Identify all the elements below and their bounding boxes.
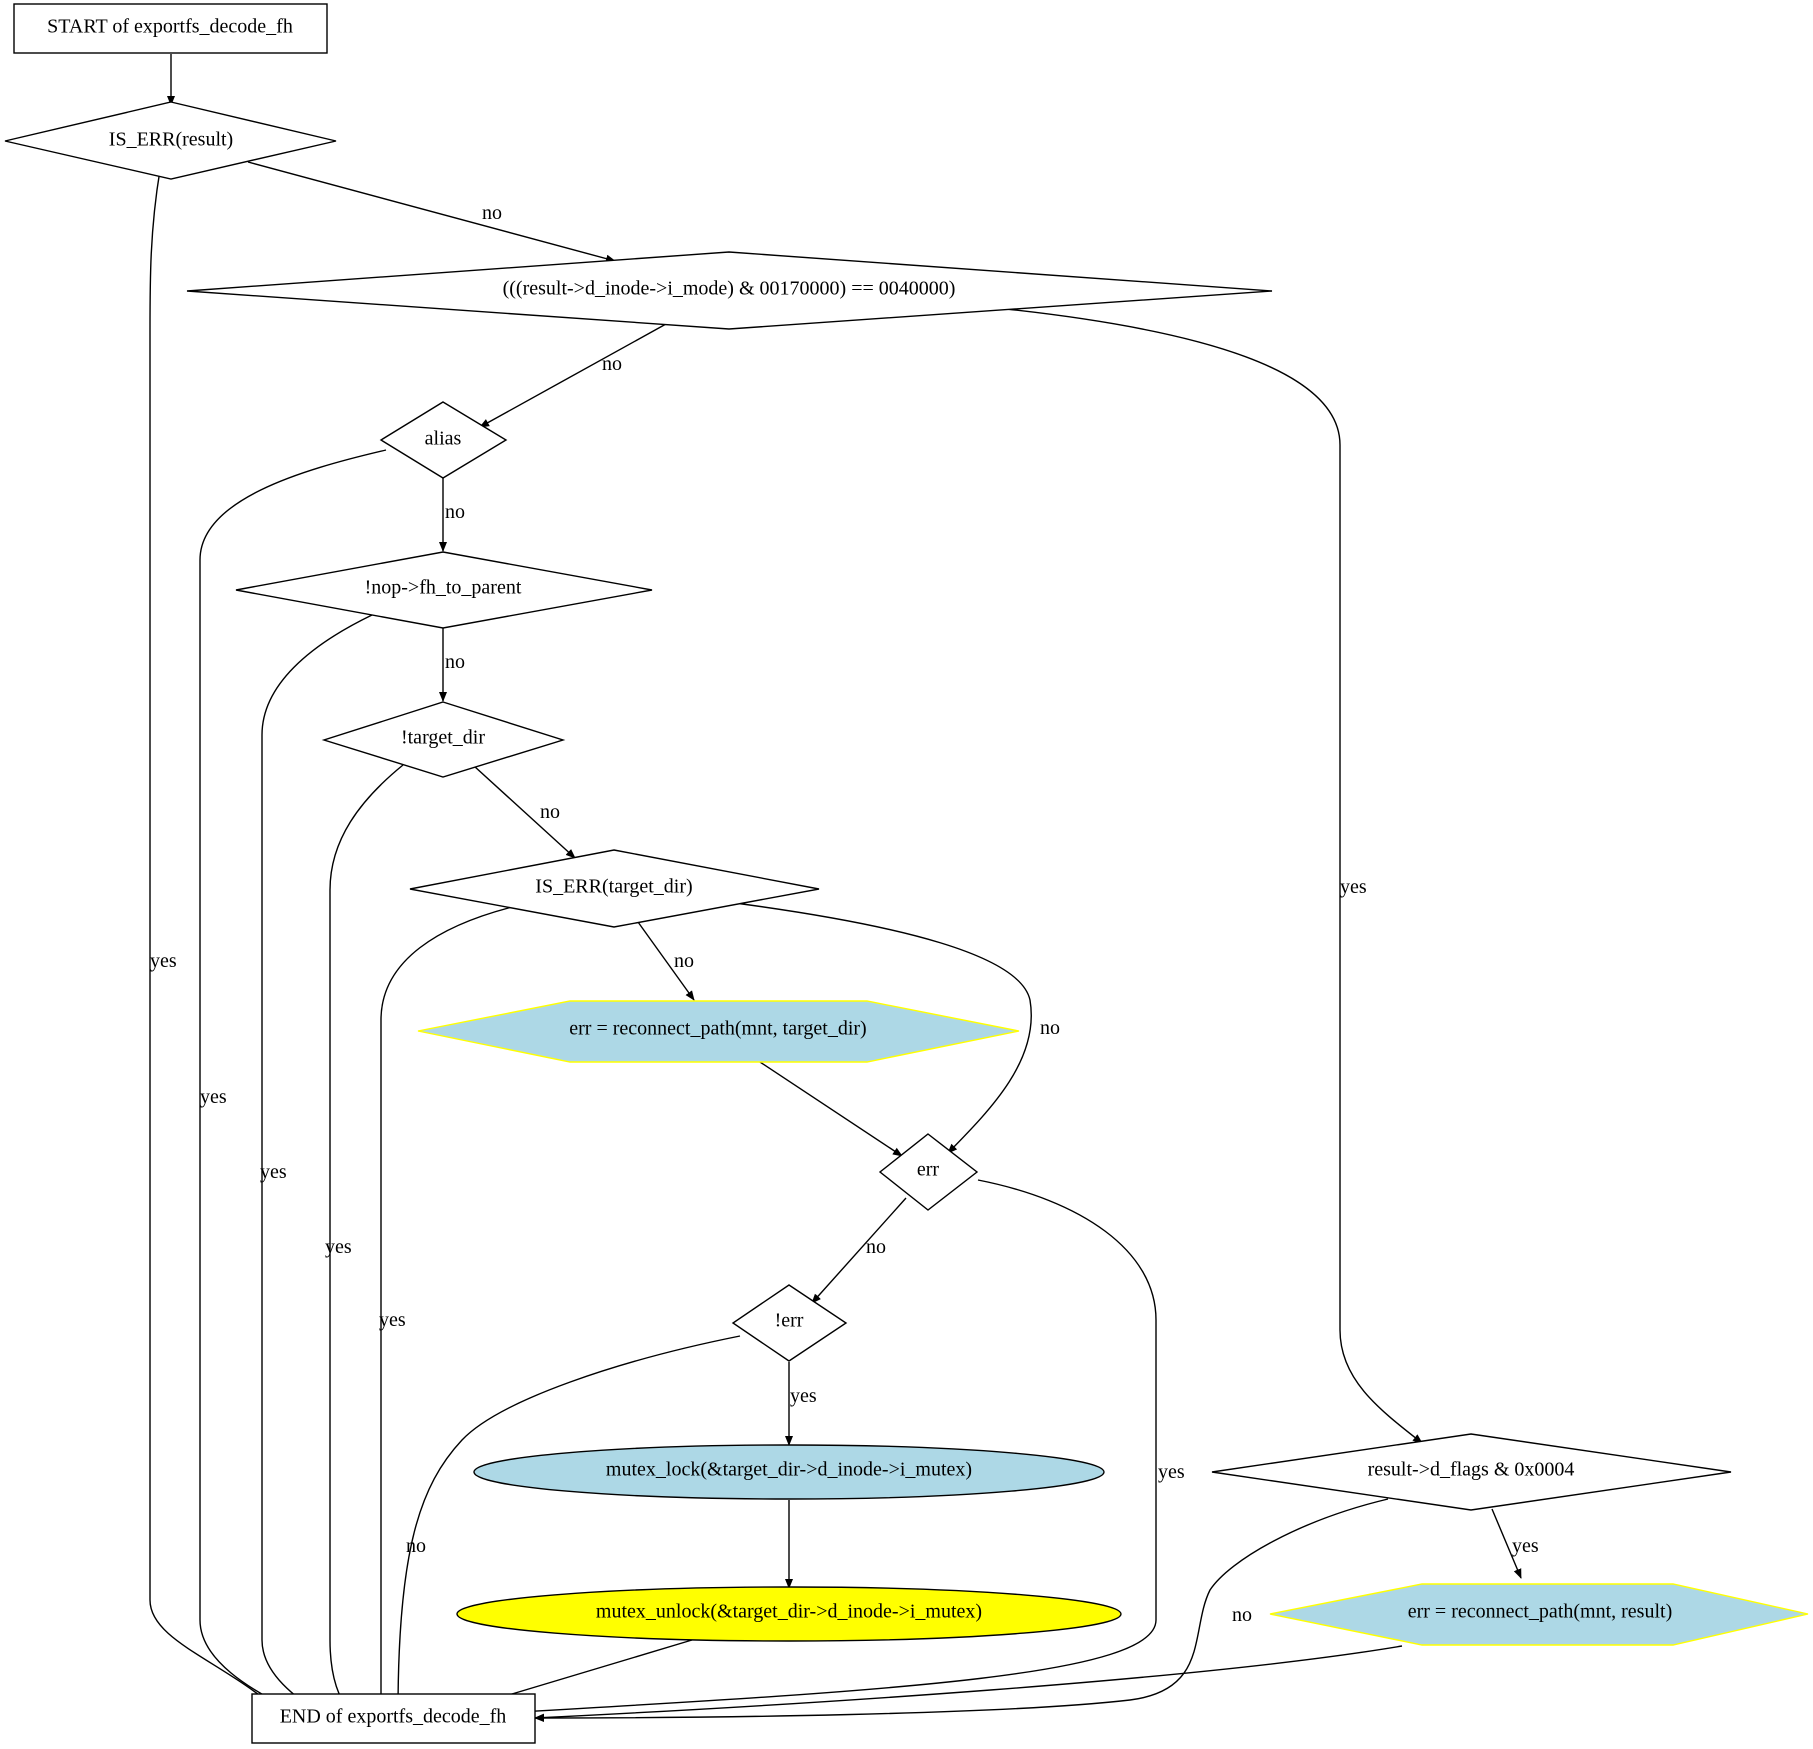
edge-not-err-no (394, 1335, 741, 1713)
edge-label-is-err-target-no-err: no (1040, 1017, 1060, 1039)
node-target-dir: !target_dir (321, 701, 566, 778)
edge-label-err-no: no (866, 1236, 886, 1258)
node-is-err-result: IS_ERR(result) (4, 101, 337, 180)
svg-text:result->d_flags & 0x0004: result->d_flags & 0x0004 (1368, 1459, 1575, 1481)
edge-is-err-target-no-err (734, 902, 1032, 1154)
svg-text:mutex_unlock(&target_dir->d_in: mutex_unlock(&target_dir->d_inode->i_mut… (596, 1601, 982, 1623)
node-not-err: !err (731, 1284, 848, 1362)
edge-is-err-target-no-reconnect (637, 921, 695, 1001)
edge-err-no (811, 1197, 907, 1304)
node-reconnect-result: err = reconnect_path(mnt, result) (1269, 1583, 1809, 1646)
edge-mode-check-no (479, 323, 667, 428)
edge-label-not-err-no: no (406, 1535, 426, 1557)
edge-is-err-result-no (247, 161, 616, 263)
svg-text:IS_ERR(target_dir): IS_ERR(target_dir) (535, 876, 692, 898)
edge-unlock-to-end (491, 1639, 693, 1702)
edge-label-alias-no: no (445, 501, 465, 523)
edges: yes no no yes yes no yes no yes no yes (149, 54, 1539, 1722)
svg-text:END of exportfs_decode_fh: END of exportfs_decode_fh (280, 1706, 507, 1728)
edge-flags-check-no (534, 1498, 1389, 1722)
edge-label-is-err-target-yes: yes (379, 1309, 406, 1331)
edge-err-yes (519, 1179, 1157, 1716)
svg-text:alias: alias (425, 428, 462, 450)
node-start: START of exportfs_decode_fh (13, 3, 328, 54)
edge-label-mode-check-yes: yes (1340, 876, 1367, 898)
edge-label-is-err-target-no-reconnect: no (674, 950, 694, 972)
edge-is-err-result-yes (149, 169, 279, 1711)
node-end: END of exportfs_decode_fh (251, 1693, 536, 1744)
edge-label-target-dir-yes: yes (325, 1236, 352, 1258)
edge-label-fh-to-parent-yes: yes (260, 1161, 287, 1183)
svg-text:(((result->d_inode->i_mode) &: (((result->d_inode->i_mode) & 00170000) … (503, 278, 956, 300)
node-reconnect-target-shape (417, 1000, 1020, 1063)
edge-label-flags-check-yes: yes (1512, 1535, 1539, 1557)
svg-text:START of exportfs_decode_fh: START of exportfs_decode_fh (47, 16, 293, 38)
node-mode-check: (((result->d_inode->i_mode) & 00170000) … (186, 251, 1273, 330)
edge-label-err-yes: yes (1158, 1461, 1185, 1483)
edge-flags-check-yes (1491, 1508, 1522, 1579)
edge-is-err-target-yes (377, 905, 517, 1713)
edge-mode-check-yes (1005, 308, 1423, 1444)
node-fh-to-parent: !nop->fh_to_parent (235, 551, 653, 629)
edge-target-dir-no (473, 765, 576, 859)
node-is-err-target: IS_ERR(target_dir) (409, 849, 820, 928)
svg-text:mutex_lock(&target_dir->d_inod: mutex_lock(&target_dir->d_inode->i_mutex… (606, 1459, 972, 1481)
node-reconnect-result-shape (1269, 1583, 1809, 1646)
node-err: err (878, 1133, 979, 1211)
edge-alias-yes (199, 449, 387, 1713)
edge-label-target-dir-no: no (540, 801, 560, 823)
edge-reconnect-target-to-err (759, 1061, 903, 1157)
node-reconnect-target: err = reconnect_path(mnt, target_dir) (417, 1000, 1020, 1063)
svg-text:!err: !err (775, 1310, 804, 1332)
node-alias: alias (379, 401, 508, 479)
node-mutex-lock: mutex_lock(&target_dir->d_inode->i_mutex… (473, 1444, 1105, 1500)
edge-label-is-err-result-yes: yes (150, 950, 177, 972)
node-flags-check: result->d_flags & 0x0004 (1211, 1433, 1732, 1511)
edge-label-fh-to-parent-no: no (445, 651, 465, 673)
svg-text:!nop->fh_to_parent: !nop->fh_to_parent (365, 577, 522, 599)
svg-text:IS_ERR(result): IS_ERR(result) (109, 129, 233, 151)
edge-label-alias-yes: yes (200, 1086, 227, 1108)
node-mutex-unlock: mutex_unlock(&target_dir->d_inode->i_mut… (456, 1586, 1122, 1642)
edge-reconnect-result-to-end (534, 1645, 1403, 1722)
edge-label-flags-check-no: no (1232, 1604, 1252, 1626)
edge-label-is-err-result-no: no (482, 202, 502, 224)
edge-label-not-err-yes: yes (790, 1385, 817, 1407)
svg-text:!target_dir: !target_dir (401, 727, 485, 749)
edge-label-mode-check-no: no (602, 353, 622, 375)
svg-text:err = reconnect_path(mnt, targ: err = reconnect_path(mnt, target_dir) (569, 1018, 866, 1040)
nodes: START of exportfs_decode_fh IS_ERR(resul… (4, 3, 1809, 1744)
svg-text:err = reconnect_path(mnt, resu: err = reconnect_path(mnt, result) (1408, 1601, 1673, 1623)
svg-text:err: err (917, 1159, 940, 1181)
